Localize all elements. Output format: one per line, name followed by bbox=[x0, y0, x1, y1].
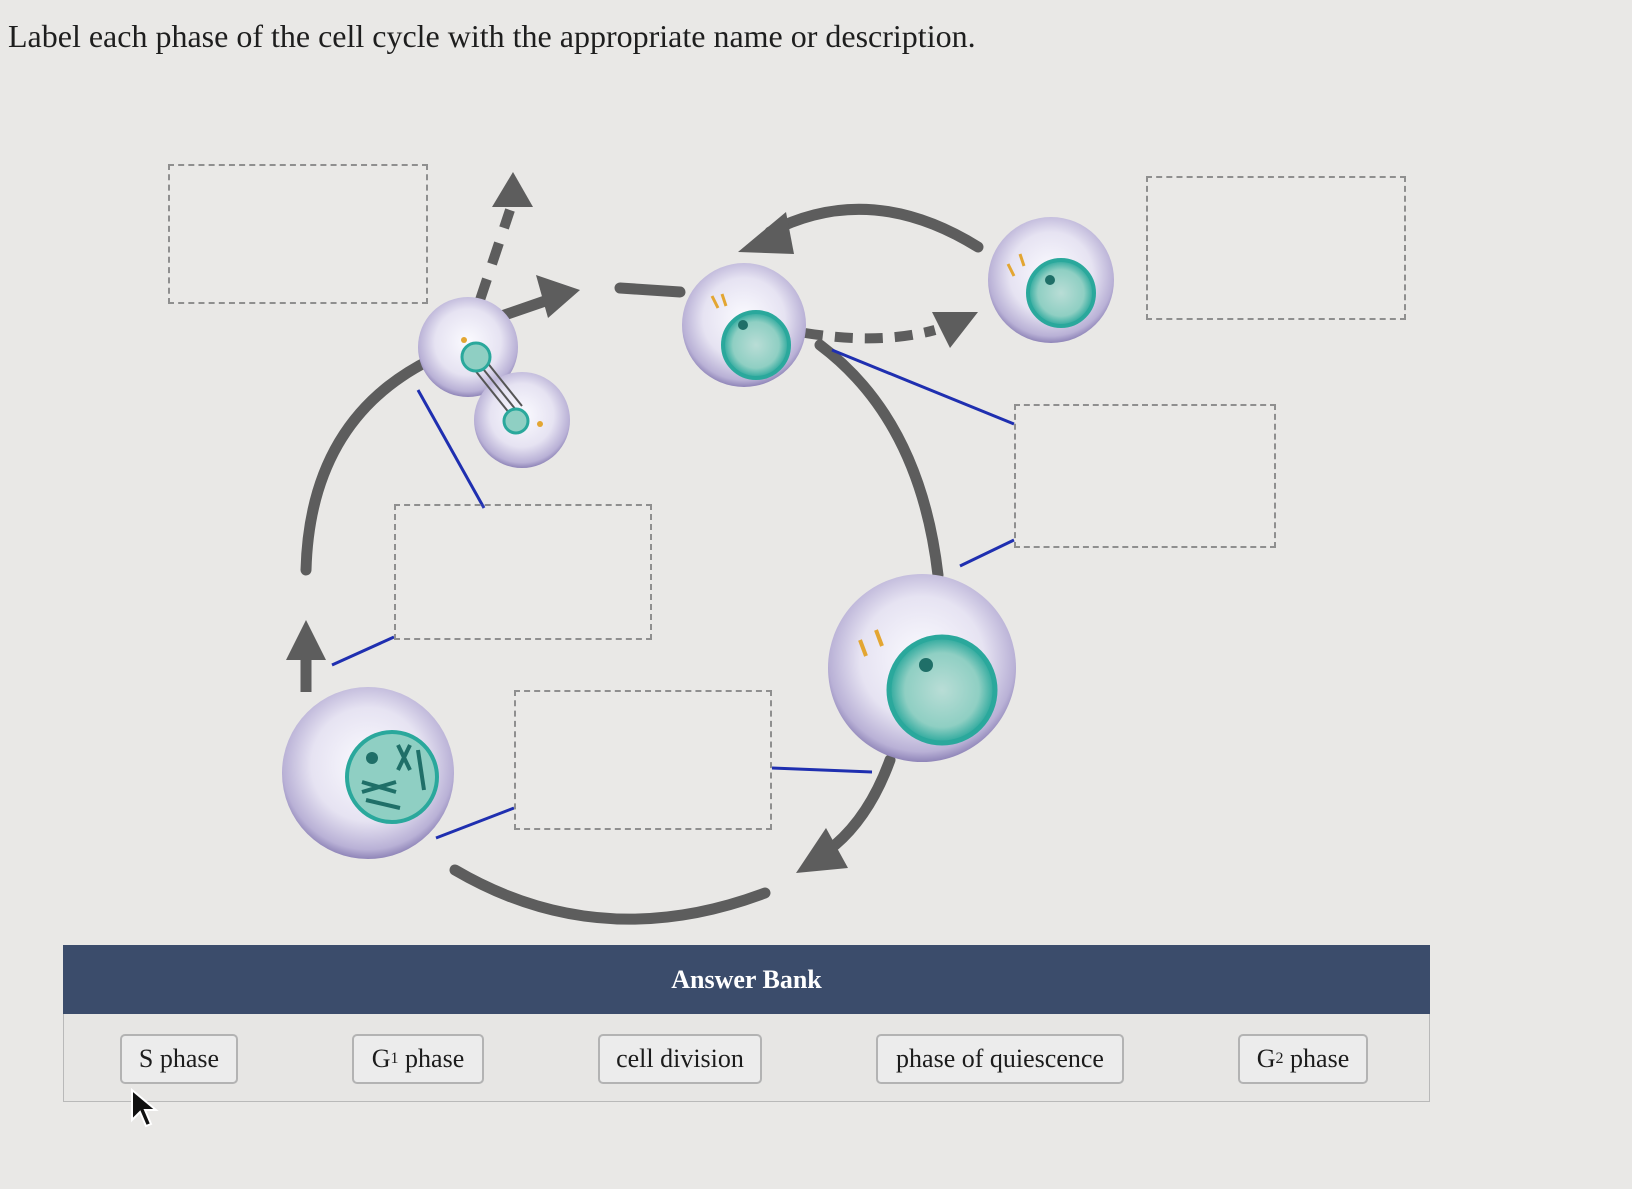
quiescent-cell-illustration bbox=[988, 217, 1114, 343]
answer-chip-cell-division[interactable]: cell division bbox=[598, 1034, 762, 1084]
label-drop-target-4[interactable] bbox=[394, 504, 652, 640]
leader-line bbox=[331, 635, 395, 667]
arrowhead-dashed-right bbox=[932, 312, 978, 348]
answer-chip-s-phase[interactable]: S phase bbox=[120, 1034, 238, 1084]
leader-line bbox=[416, 389, 486, 509]
arrowhead-dashed-up bbox=[492, 172, 533, 207]
label-drop-target-5[interactable] bbox=[514, 690, 772, 830]
question-prompt: Label each phase of the cell cycle with … bbox=[8, 18, 976, 54]
dividing-cell-illustration bbox=[418, 297, 570, 468]
cycle-arrow-lower-right bbox=[829, 754, 896, 851]
answer-bank-title: Answer Bank bbox=[671, 964, 822, 994]
chip-label-letter: G bbox=[1256, 1044, 1276, 1073]
answer-bank-header: Answer Bank bbox=[63, 945, 1430, 1014]
cycle-arrow-top-stub bbox=[614, 282, 686, 298]
large-cell-illustration bbox=[828, 574, 1016, 762]
cycle-arrow-bottom bbox=[449, 864, 771, 925]
leader-line bbox=[435, 806, 515, 840]
arrowhead-left bbox=[286, 620, 326, 660]
leader-line bbox=[771, 766, 873, 774]
chip-label-subscript: 1 bbox=[390, 1050, 399, 1067]
answer-chip-phase-of-quiescence[interactable]: phase of quiescence bbox=[876, 1034, 1124, 1084]
chip-label-subscript: 2 bbox=[1275, 1050, 1284, 1067]
arrowhead-return bbox=[738, 212, 794, 254]
chip-label: cell division bbox=[616, 1044, 744, 1073]
cycle-arrow-right bbox=[814, 339, 944, 581]
chip-label: S phase bbox=[138, 1044, 220, 1073]
label-drop-target-1[interactable] bbox=[168, 164, 428, 304]
prophase-cell-illustration bbox=[282, 687, 454, 859]
top-cell-illustration bbox=[682, 263, 806, 387]
leader-line bbox=[959, 538, 1015, 568]
chip-label-rest: phase bbox=[398, 1044, 465, 1073]
dashed-arrow-to-quiescence bbox=[804, 325, 937, 344]
chip-label: phase of quiescence bbox=[896, 1044, 1104, 1073]
mouse-pointer-icon bbox=[131, 1088, 159, 1128]
chip-label-letter: G bbox=[371, 1044, 391, 1073]
leader-line bbox=[831, 348, 1015, 426]
label-drop-target-3[interactable] bbox=[1014, 404, 1276, 548]
label-drop-target-2[interactable] bbox=[1146, 176, 1406, 320]
chip-label-rest: phase bbox=[1283, 1044, 1350, 1073]
dashed-arrow-up bbox=[475, 208, 515, 302]
arrowhead-lower-right bbox=[796, 828, 848, 873]
cycle-arrow-upper-left bbox=[300, 354, 436, 576]
return-arrow-from-quiescence bbox=[764, 203, 984, 253]
arrowhead-top bbox=[536, 275, 580, 318]
